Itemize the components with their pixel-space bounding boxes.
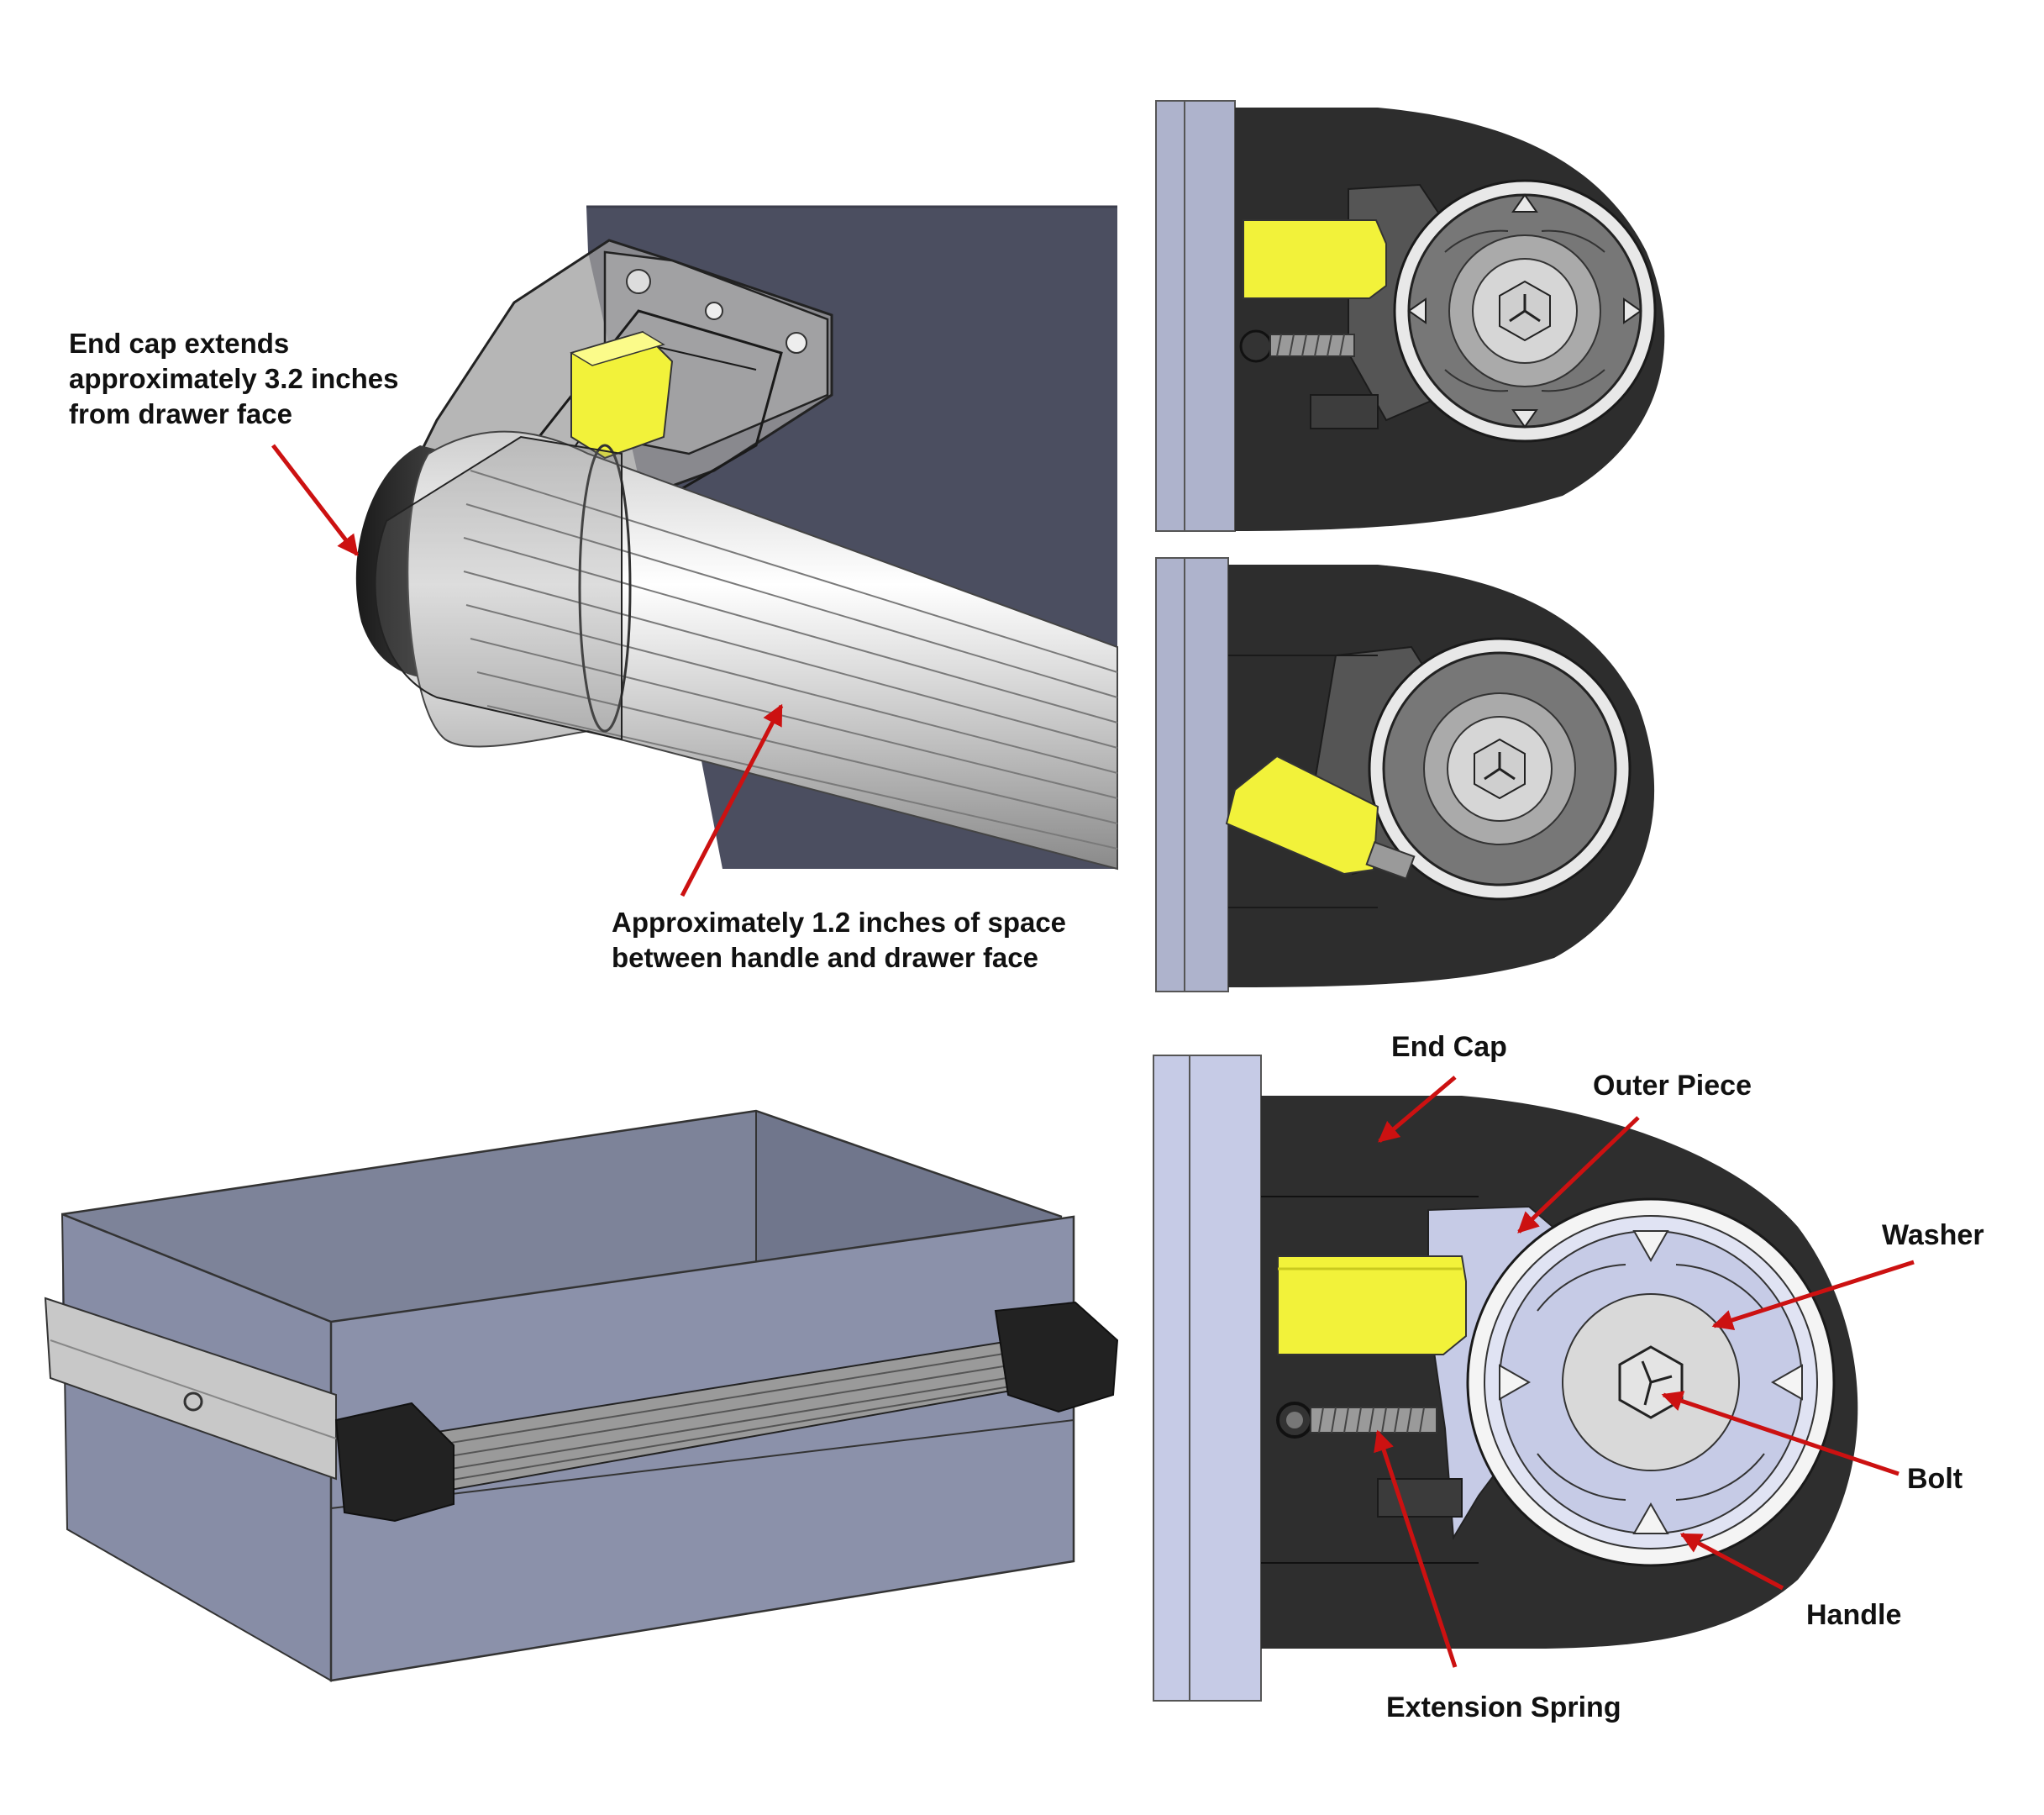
section-view-top [1155, 100, 1665, 532]
spring-top [1239, 329, 1355, 363]
label-bolt: Bolt [1907, 1463, 1963, 1495]
latch-yellow-top [1243, 219, 1387, 299]
label-extension-spring: Extension Spring [1386, 1691, 1621, 1723]
closeup-perspective-view [355, 205, 1118, 871]
label-handle: Handle [1806, 1599, 1902, 1631]
drawer-isometric-view [44, 1109, 1119, 1682]
annotation-arrows [271, 444, 1915, 1668]
label-end-cap: End Cap [1391, 1031, 1507, 1063]
arrow-outer-piece [1517, 1116, 1640, 1234]
callout-end-cap-extends: End cap extends approximately 3.2 inches… [69, 326, 399, 432]
label-washer: Washer [1882, 1219, 1984, 1251]
callout-end-cap-extends-line-3: from drawer face [69, 398, 292, 429]
label-outer-piece: Outer Piece [1593, 1070, 1752, 1102]
drawer-end-cap-right [994, 1301, 1119, 1413]
callout-end-cap-extends-line-1: End cap extends [69, 328, 290, 359]
callout-space-between-line-1: Approximately 1.2 inches of space [612, 907, 1067, 938]
section-view-middle [1155, 557, 1655, 992]
drawer-front-face [329, 1215, 1075, 1682]
handle-bar [407, 430, 1118, 871]
latch-yellow-middle [1225, 755, 1379, 876]
callout-end-cap-extends-line-2: approximately 3.2 inches [69, 363, 399, 394]
arrow-handle [1679, 1532, 1784, 1591]
arrow-extension-spring [1374, 1429, 1458, 1668]
arrow-end-cap [1378, 1076, 1457, 1143]
extension-spring [1276, 1402, 1437, 1439]
arrow-end-cap-extends [271, 444, 359, 556]
section-view-labeled [1153, 1055, 1858, 1702]
arrow-space-between [680, 703, 784, 897]
arrow-bolt [1661, 1391, 1900, 1476]
callout-space-between: Approximately 1.2 inches of space betwee… [612, 905, 1066, 976]
latch-yellow-labeled [1277, 1255, 1467, 1355]
callout-space-between-line-2: between handle and drawer face [612, 942, 1038, 973]
arrow-washer [1711, 1260, 1915, 1331]
drawer-face-strip [1155, 100, 1236, 532]
drawer-end-cap-left [334, 1402, 455, 1523]
